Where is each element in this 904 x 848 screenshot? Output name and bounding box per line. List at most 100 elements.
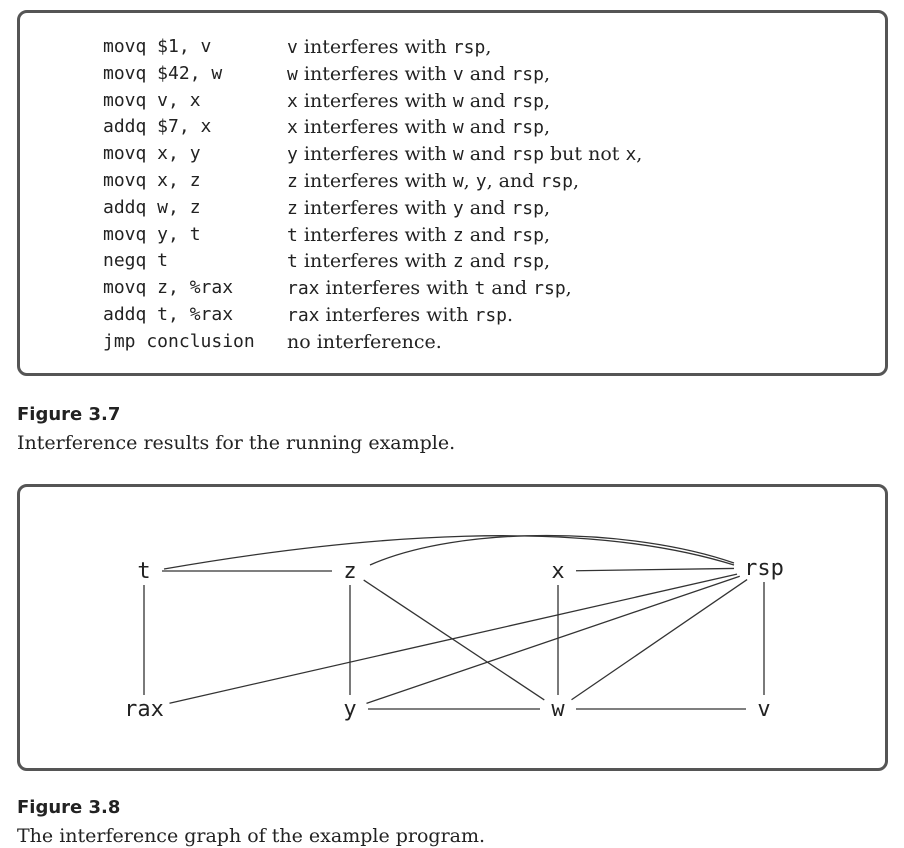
variable-name: t xyxy=(474,278,486,300)
variable-name: w xyxy=(452,90,464,112)
node-t: t xyxy=(137,559,150,584)
description-text: , xyxy=(463,170,476,192)
variable-name: t xyxy=(287,224,298,246)
instruction: movq $42, w xyxy=(103,62,223,84)
interference-description: no interference. xyxy=(287,329,442,355)
figure-3-8-caption: The interference graph of the example pr… xyxy=(17,825,486,847)
variable-name: rsp xyxy=(511,117,544,139)
interference-results-box: movq $1, v v interferes with rsp, movq $42… xyxy=(17,10,888,376)
edge-rsp-rax xyxy=(169,573,738,704)
variable-name: w xyxy=(452,117,464,139)
description-text: interferes with xyxy=(297,196,453,219)
variable-name: rsp xyxy=(533,278,566,300)
variable-name: rsp xyxy=(511,63,544,85)
variable-name: rsp xyxy=(511,90,544,112)
variable-name: w xyxy=(452,144,464,166)
variable-name: w xyxy=(287,63,298,85)
node-x: x xyxy=(551,559,564,584)
interference-description: y interferes with w and rsp but not x, xyxy=(287,141,642,168)
variable-name: t xyxy=(287,251,298,273)
description-text: interferes with xyxy=(297,89,453,112)
description-text: , xyxy=(572,170,580,192)
description-text: interferes with xyxy=(297,143,453,166)
description-text: , xyxy=(543,62,551,85)
instruction: movq x, y xyxy=(103,143,201,165)
interference-description: x interferes with w and rsp, xyxy=(287,114,550,141)
description-text: interferes with xyxy=(297,223,453,246)
node-rax: rax xyxy=(124,697,164,722)
edge-x-rsp xyxy=(575,567,735,572)
instruction: movq y, t xyxy=(103,223,201,245)
description-text: , xyxy=(543,196,551,219)
edge-rsp-y xyxy=(366,575,740,704)
interference-description: z interferes with w, y, and rsp, xyxy=(287,168,579,195)
variable-name: rsp xyxy=(511,251,544,273)
description-text: , xyxy=(543,89,551,112)
description-text: and xyxy=(463,62,512,85)
variable-name: v xyxy=(287,37,298,58)
description-text: and xyxy=(463,143,512,166)
description-text: and xyxy=(463,89,512,112)
instruction: jmp conclusion xyxy=(103,330,255,352)
figure-3-8-label: Figure 3.8 xyxy=(17,797,121,818)
variable-name: rsp xyxy=(511,224,544,246)
description-text: no interference. xyxy=(287,330,442,353)
variable-name: z xyxy=(452,224,464,246)
description-text: and xyxy=(463,223,512,246)
instruction: movq x, z xyxy=(103,170,201,191)
variable-name: rsp xyxy=(511,144,544,166)
description-text: , xyxy=(543,116,551,139)
variable-name: v xyxy=(452,63,464,85)
interference-description: x interferes with w and rsp, xyxy=(287,88,550,115)
variable-name: rax xyxy=(287,305,320,326)
interference-description: rax interferes with rsp. xyxy=(287,302,513,329)
interference-description: rax interferes with t and rsp, xyxy=(287,275,572,302)
description-text: and xyxy=(485,277,534,300)
instruction: addq $7, x xyxy=(103,116,212,138)
description-text: interferes with xyxy=(297,116,453,139)
variable-name: y xyxy=(287,144,298,166)
instruction: movq v, x xyxy=(103,89,201,111)
description-text: . xyxy=(507,304,514,326)
variable-name: rsp xyxy=(452,37,486,58)
variable-name: rsp xyxy=(474,305,507,326)
description-text: interferes with xyxy=(319,304,475,326)
description-text: and xyxy=(463,196,512,219)
description-text: , xyxy=(543,223,551,246)
instruction: addq t, %rax xyxy=(103,304,234,325)
edge-rsp-w xyxy=(571,579,748,701)
description-text: , xyxy=(565,277,572,300)
variable-name: y xyxy=(452,197,464,219)
variable-name: rsp xyxy=(540,171,573,192)
interference-description: v interferes with rsp, xyxy=(287,34,491,61)
interference-description: t interferes with z and rsp, xyxy=(287,222,550,249)
description-text: , xyxy=(485,36,492,58)
interference-description: t interferes with z and rsp, xyxy=(287,248,550,275)
description-text: but not xyxy=(543,143,626,166)
variable-name: x xyxy=(287,90,298,112)
variable-name: z xyxy=(452,251,464,273)
instruction: movq $1, v xyxy=(103,36,212,57)
interference-description: w interferes with v and rsp, xyxy=(287,61,550,88)
description-text: , xyxy=(543,250,551,273)
instruction: movq z, %rax xyxy=(103,277,234,299)
variable-name: z xyxy=(287,171,298,192)
node-v: v xyxy=(757,697,770,722)
description-text: and xyxy=(463,250,512,273)
instruction: addq w, z xyxy=(103,196,201,218)
variable-name: rax xyxy=(287,278,320,300)
variable-name: x xyxy=(287,117,298,139)
figure-3-7-label: Figure 3.7 xyxy=(17,404,121,425)
node-w: w xyxy=(551,697,565,722)
description-text: and xyxy=(463,116,512,139)
node-rsp: rsp xyxy=(744,556,784,581)
variable-name: z xyxy=(287,197,298,219)
edge-t-rsp xyxy=(163,535,735,570)
figure-3-7-caption: Interference results for the running exa… xyxy=(17,432,456,454)
description-text: interferes with xyxy=(297,250,453,273)
description-text: , xyxy=(636,143,643,166)
interference-description: z interferes with y and rsp, xyxy=(287,195,550,222)
instruction: negq t xyxy=(103,250,169,272)
